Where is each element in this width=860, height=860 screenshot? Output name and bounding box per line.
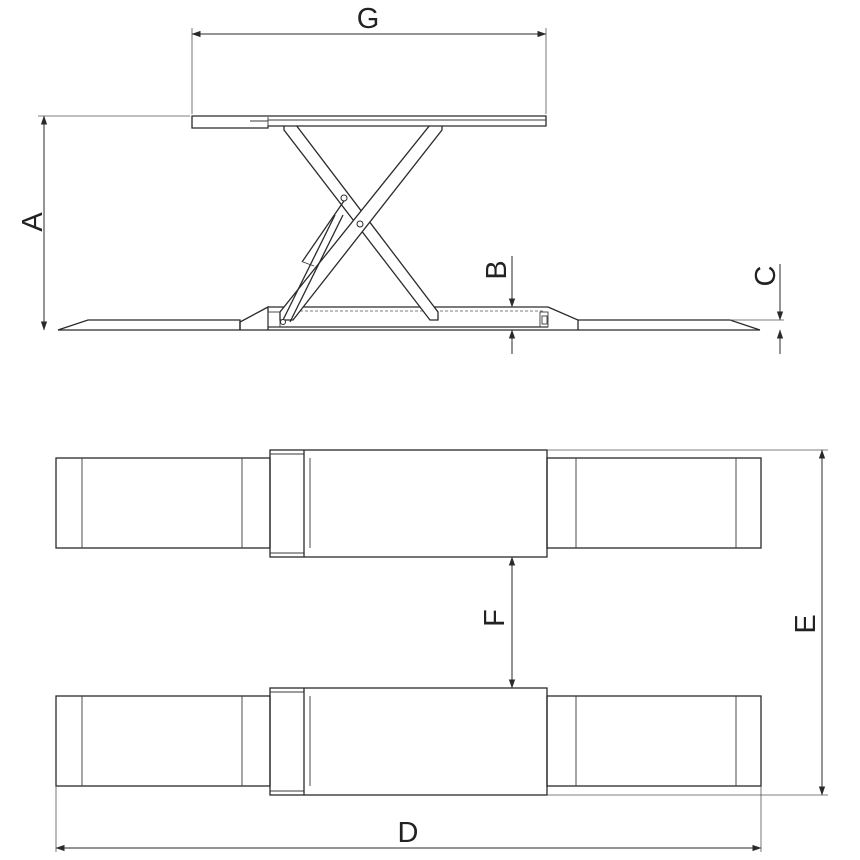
upper-right-ramp xyxy=(546,457,762,549)
base-end-right xyxy=(539,311,549,328)
upper-main-platform xyxy=(269,449,548,558)
right-base-slope xyxy=(547,306,579,330)
dimension-f-label: F xyxy=(479,609,511,627)
hydraulic-cylinder-rod xyxy=(301,197,347,263)
hydraulic-cylinder-inner xyxy=(289,214,344,323)
left-ramp xyxy=(57,319,241,331)
dimension-a-label: A xyxy=(17,212,49,232)
hydraulic-cylinder-outer xyxy=(281,214,336,323)
dimension-d: D xyxy=(55,786,762,852)
dimension-g-label: G xyxy=(357,3,380,35)
dimension-e: E xyxy=(547,449,828,796)
right-ramp xyxy=(578,319,761,331)
left-base-slope xyxy=(239,305,269,330)
platform-lower xyxy=(55,687,762,796)
base-and-ramps xyxy=(57,305,761,331)
platform-upper xyxy=(55,449,762,558)
lower-pin xyxy=(280,319,286,325)
dimension-b: B xyxy=(481,256,516,354)
upper-pin xyxy=(340,194,348,202)
platform-top xyxy=(191,115,547,129)
dimension-d-label: D xyxy=(398,817,419,849)
dimension-c: C xyxy=(730,264,784,354)
dimension-e-label: E xyxy=(790,614,822,633)
lower-main-platform xyxy=(269,687,548,796)
lower-left-ramp xyxy=(55,695,271,787)
scissor-mechanism xyxy=(279,124,443,325)
base-end-left xyxy=(267,311,281,328)
lower-right-ramp xyxy=(546,695,762,787)
hydraulic-cylinder-collar xyxy=(302,261,315,267)
dimension-c-label: C xyxy=(750,266,782,287)
dimension-a: A xyxy=(17,115,190,331)
upper-left-ramp xyxy=(55,457,271,549)
dimension-f: F xyxy=(479,556,516,689)
platform-plate xyxy=(191,115,547,129)
top-view: F E D xyxy=(55,449,828,852)
side-view: G A B C xyxy=(17,3,784,354)
base-end-right-inner xyxy=(541,315,548,325)
scissor-pivot xyxy=(356,220,364,228)
dimension-g: G xyxy=(191,3,547,114)
dimension-b-label: B xyxy=(481,260,513,279)
